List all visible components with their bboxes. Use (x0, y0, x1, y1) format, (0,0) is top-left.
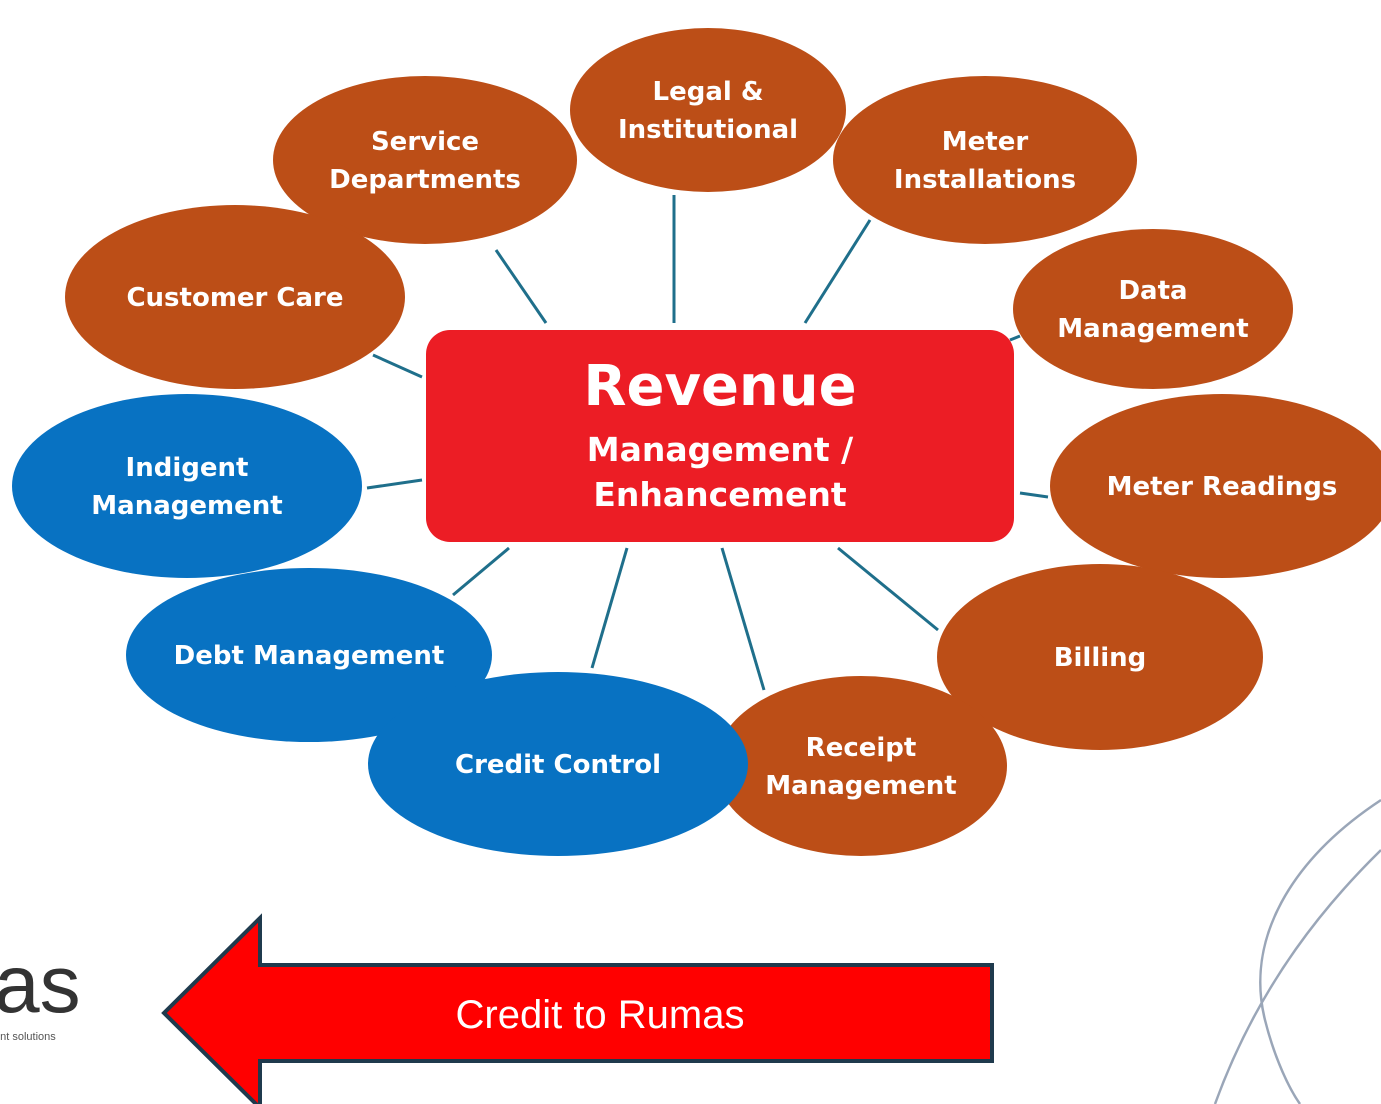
node-label: Meter Readings (1107, 472, 1338, 502)
node-label: Customer Care (126, 283, 343, 313)
node-ellipse (12, 394, 362, 578)
node-billing: Billing (937, 564, 1263, 750)
arrow-label: Credit to Rumas (456, 993, 745, 1037)
node-ellipse (126, 568, 492, 742)
node-label: Indigent (126, 453, 249, 483)
node-label: Management (765, 771, 956, 801)
center-title: Revenue (583, 354, 856, 419)
connector-line (452, 546, 510, 597)
node-meter-readings: Meter Readings (1050, 394, 1381, 578)
swirl-line-1 (1259, 798, 1381, 1104)
logo-tagline: ent solutions (0, 1031, 56, 1043)
node-label: Credit Control (455, 750, 661, 780)
node-label: Management (1057, 314, 1248, 344)
node-ellipse (937, 564, 1263, 750)
center-subtitle-line1: Management / (587, 430, 854, 469)
node-label: Meter (942, 127, 1029, 157)
node-label: Billing (1054, 643, 1147, 673)
node-label: Service (371, 127, 479, 157)
connector-line (1009, 334, 1021, 342)
connector-line (1019, 491, 1049, 499)
node-label: Receipt (806, 733, 917, 763)
center-rect (426, 330, 1014, 542)
connector-line (803, 219, 872, 324)
node-label: Legal & (653, 77, 764, 107)
node-label: Data (1118, 276, 1187, 306)
connector-line (366, 478, 423, 490)
rumas-logo: as ent solutions (0, 939, 81, 1043)
node-label: Departments (329, 165, 521, 195)
center-box: Revenue Management / Enhancement (426, 330, 1014, 542)
node-label: Institutional (618, 115, 798, 145)
logo-text: as (0, 939, 81, 1030)
node-ellipse (715, 676, 1007, 856)
node-label: Installations (894, 165, 1076, 195)
node-debt: Debt Management (126, 568, 492, 742)
node-ellipse (65, 205, 405, 389)
node-ellipse (1013, 229, 1293, 389)
connector-line (372, 353, 423, 379)
connector-line (494, 249, 548, 324)
node-ellipse (273, 76, 577, 244)
connector-line (837, 546, 939, 632)
decorative-swirl (1213, 798, 1381, 1104)
node-ellipse (1050, 394, 1381, 578)
nodes: Legal &InstitutionalServiceDepartmentsMe… (12, 28, 1381, 856)
swirl-line-2 (1213, 849, 1381, 1104)
center-subtitle-line2: Enhancement (593, 475, 846, 514)
credit-arrow: Credit to Rumas (161, 913, 994, 1104)
node-legal: Legal & Institutional (570, 28, 846, 192)
node-ellipse (368, 672, 748, 856)
connector-line (590, 547, 629, 669)
connector-line (720, 547, 766, 691)
node-ellipse (570, 28, 846, 192)
connectors (366, 195, 1049, 691)
node-credit-control: Credit Control (368, 672, 748, 856)
node-customer-care: Customer Care (65, 205, 405, 389)
arrow-shape (161, 913, 994, 1104)
node-ellipse (833, 76, 1137, 244)
node-label: Debt Management (174, 641, 445, 671)
node-label: Management (91, 491, 282, 521)
